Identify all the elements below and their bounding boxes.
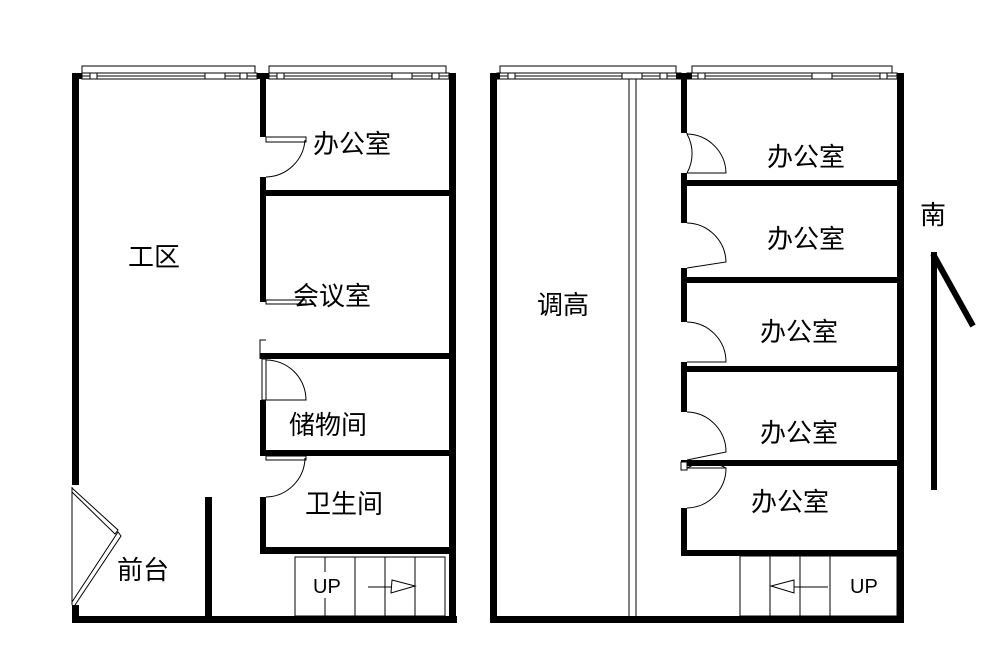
wall (681, 366, 904, 372)
room-label-meeting-room: 会议室 (293, 282, 371, 312)
door[interactable] (261, 358, 307, 401)
staircase: UP (294, 556, 446, 617)
wall (681, 508, 687, 556)
compass-arrow-icon (931, 252, 937, 490)
window (81, 65, 258, 80)
wall (72, 605, 79, 623)
wall (72, 616, 457, 623)
door[interactable] (265, 136, 307, 178)
window (268, 65, 450, 80)
room-label-office-5: 办公室 (751, 488, 829, 518)
door[interactable] (686, 133, 727, 174)
wall (681, 277, 904, 283)
wall (260, 497, 266, 554)
stairs-up-label: UP (850, 576, 878, 598)
wall (897, 73, 904, 623)
room-label-office: 办公室 (313, 130, 391, 160)
wall (490, 73, 497, 623)
wall (490, 73, 500, 79)
wall (260, 177, 266, 302)
stairs-up-label: UP (313, 576, 341, 598)
wall (681, 460, 904, 466)
door[interactable] (680, 461, 727, 509)
wall (260, 353, 456, 359)
wall (260, 190, 456, 196)
wall (681, 73, 687, 133)
wall (260, 450, 456, 456)
door[interactable] (686, 222, 727, 269)
right-floor-plan: UP 调高 办公室 办公室 办公室 办公室 办公室 (490, 65, 904, 623)
wall (72, 73, 79, 485)
door[interactable] (259, 299, 307, 359)
wall (681, 180, 904, 186)
staircase: UP (739, 555, 898, 617)
wall (260, 547, 456, 554)
wall (681, 173, 687, 223)
wall (681, 362, 687, 412)
room-label-reception: 前台 (117, 556, 169, 586)
arrow-head-icon (390, 579, 417, 594)
door[interactable] (686, 411, 727, 461)
room-label-office-2: 办公室 (767, 225, 845, 255)
reception-partition (205, 497, 212, 617)
wall (681, 268, 687, 322)
room-label-restroom: 卫生间 (305, 490, 383, 520)
wall (260, 73, 266, 137)
compass: 南 (920, 201, 976, 490)
window (686, 65, 898, 80)
room-label-raised: 调高 (537, 291, 589, 321)
door[interactable] (265, 455, 307, 498)
left-floor-plan: UP 工区 办公室 会议室 储物间 卫生间 前台 (71, 65, 457, 623)
column-divider (628, 79, 637, 616)
room-label-office-3: 办公室 (760, 318, 838, 348)
wall (260, 400, 266, 456)
wall (681, 550, 904, 556)
room-label-office-4: 办公室 (760, 419, 838, 449)
door[interactable] (686, 321, 727, 363)
room-label-work-area: 工区 (128, 243, 180, 273)
arrow-head-icon (769, 579, 795, 594)
compass-label: 南 (920, 201, 946, 231)
window (496, 65, 682, 80)
room-label-office-1: 办公室 (767, 143, 845, 173)
room-label-storage: 储物间 (289, 411, 367, 441)
entrance-double-door[interactable] (71, 487, 122, 606)
wall (490, 616, 904, 623)
wall (449, 73, 456, 623)
